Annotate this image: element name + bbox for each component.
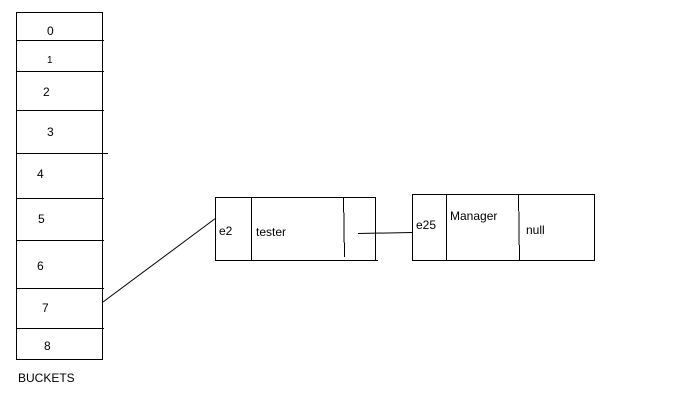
bucket-label: 3: [47, 125, 54, 139]
bucket-label: 7: [42, 301, 49, 315]
entry-node-next: null: [526, 223, 545, 237]
entry-node-outline: [215, 197, 376, 261]
entry-node: e2 tester: [215, 196, 378, 261]
bucket-array: 0 1 2 3 4 5 6 7 8: [16, 12, 108, 360]
bucket-label: 1: [47, 55, 53, 66]
entry-node-outline: [412, 194, 595, 261]
bucket-label: 2: [43, 85, 50, 99]
bucket-label: 4: [37, 167, 44, 181]
entry-node: e25 Manager null: [412, 193, 595, 262]
bucket-label: 0: [47, 24, 54, 38]
bucket-array-outline: [16, 12, 103, 360]
bucket-label: 8: [44, 339, 51, 353]
bucket-to-node-arrow: [102, 217, 217, 303]
entry-node-divider: [343, 196, 345, 258]
entry-node-key: e2: [219, 224, 233, 238]
entry-node-key: e25: [416, 218, 436, 232]
entry-node-value: tester: [256, 225, 286, 239]
entry-node-value: Manager: [450, 209, 497, 223]
node-to-node-arrow: [357, 232, 413, 234]
entry-node-divider: [518, 193, 520, 262]
bucket-label: 5: [38, 212, 45, 226]
buckets-caption: BUCKETS: [18, 371, 75, 385]
bucket-label: 6: [37, 259, 44, 273]
